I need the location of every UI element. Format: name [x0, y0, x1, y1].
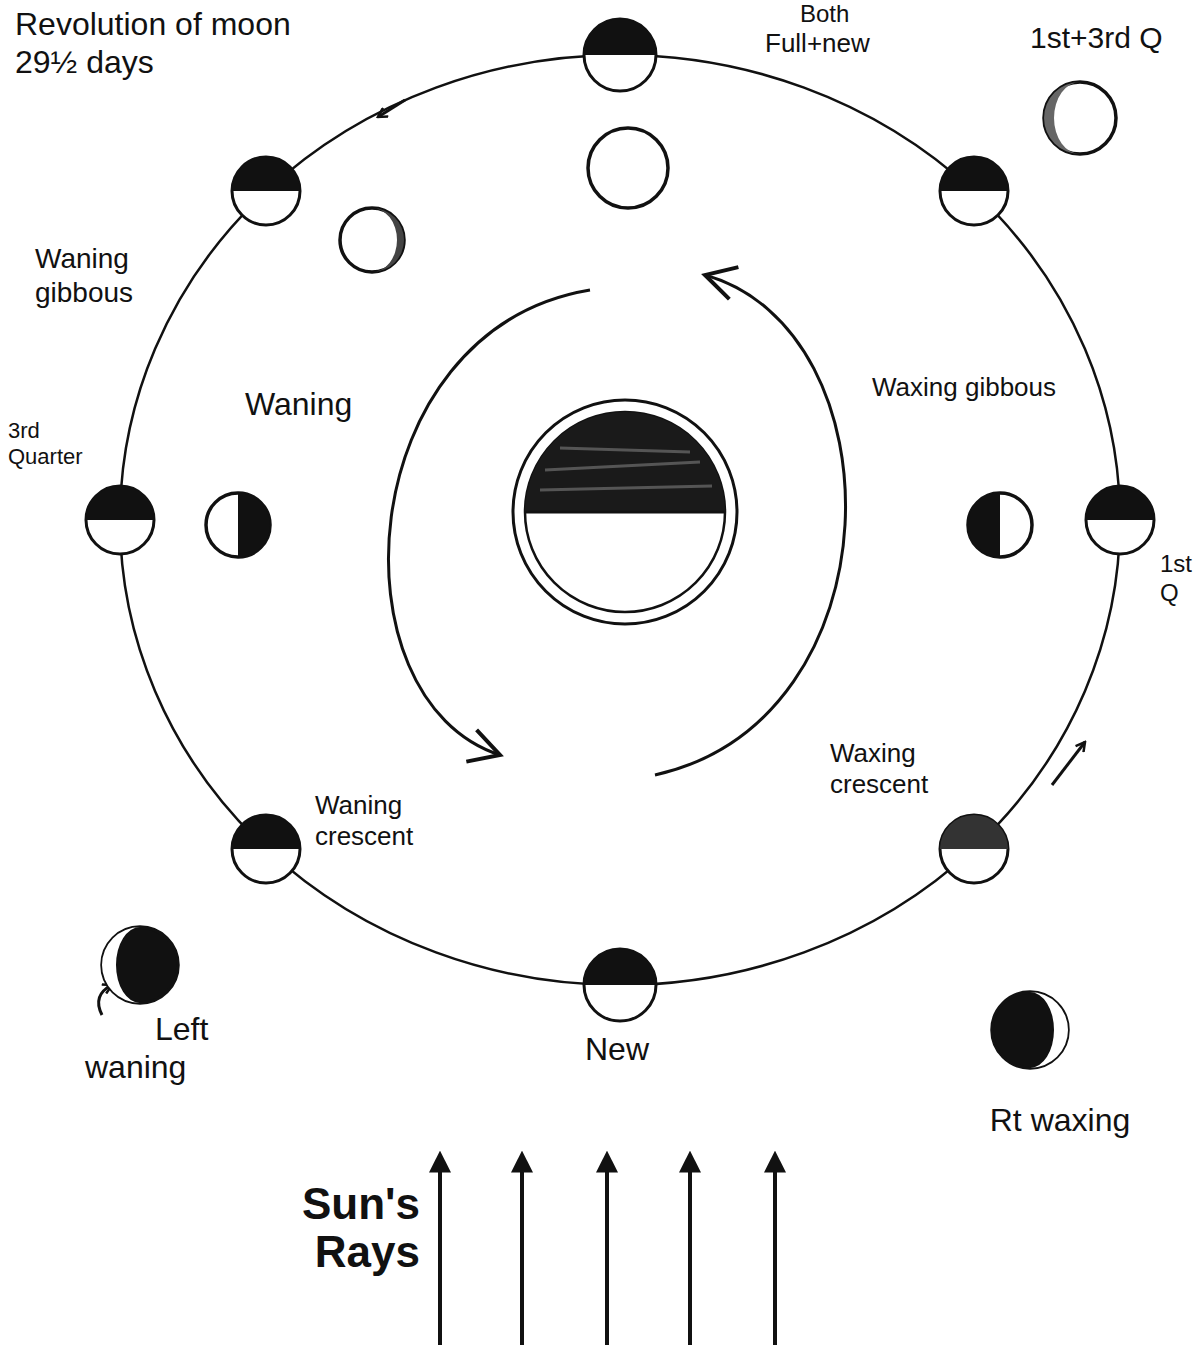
ray-arrow — [688, 1155, 692, 1345]
phase-label: Waning gibbous — [35, 242, 185, 309]
phase-label: Waxing crescent — [830, 738, 970, 800]
note-label: 1st+3rd Q — [1030, 20, 1163, 56]
orbit-moon — [584, 949, 656, 1021]
sun-label: Sun's Rays — [240, 1180, 420, 1277]
phase-appearances — [102, 82, 1116, 1068]
revolution-arrow — [388, 290, 590, 755]
orbit-moons — [86, 19, 1154, 1021]
ray-arrow — [605, 1155, 609, 1345]
earth-night-side — [525, 412, 725, 512]
ray-arrow — [773, 1155, 777, 1345]
waxing-gibbous-moon — [1044, 82, 1116, 154]
sun-rays — [440, 1155, 775, 1345]
phase-label: 3rd Quarter — [8, 418, 113, 471]
earth — [513, 400, 737, 624]
earth-outline — [525, 412, 725, 612]
full-moon — [588, 128, 668, 208]
orbit-moon — [232, 815, 300, 883]
waning-gibbous-moon — [340, 208, 404, 272]
terminator — [525, 511, 725, 514]
phase-label: Waxing gibbous — [872, 372, 1056, 403]
third-quarter-moon — [206, 493, 270, 557]
scribble — [540, 448, 712, 490]
first-quarter-moon — [968, 493, 1032, 557]
ray-arrow — [438, 1155, 442, 1345]
earth-outline — [513, 400, 737, 624]
ray-arrow — [520, 1155, 524, 1345]
revolution-arrow — [655, 275, 846, 775]
orbit-moon — [1086, 486, 1154, 554]
direction-arrow — [1052, 742, 1085, 785]
phase-label: Waning crescent — [315, 790, 455, 852]
side-note: Rt waxing — [985, 1095, 1135, 1146]
moon-orbit — [120, 55, 1120, 985]
waxing-crescent-moon — [992, 992, 1068, 1068]
waning-crescent-moon — [102, 927, 178, 1003]
note-label: Both — [800, 0, 849, 29]
orbit-moon — [584, 19, 656, 91]
phase-label: 1st Q — [1160, 550, 1198, 608]
orbit-moon — [86, 486, 154, 554]
pointer-arrow — [378, 100, 405, 117]
note-label: Full+new — [765, 28, 870, 59]
side-note: Left waning — [85, 1010, 260, 1087]
orbit-note: Revolution of moon 29½ days — [15, 5, 360, 82]
orbit-moon — [940, 815, 1008, 883]
orbit-moon — [940, 157, 1008, 225]
orbit-moon — [232, 157, 300, 225]
phase-label: New — [585, 1030, 649, 1068]
phase-label: Waning — [245, 385, 352, 423]
